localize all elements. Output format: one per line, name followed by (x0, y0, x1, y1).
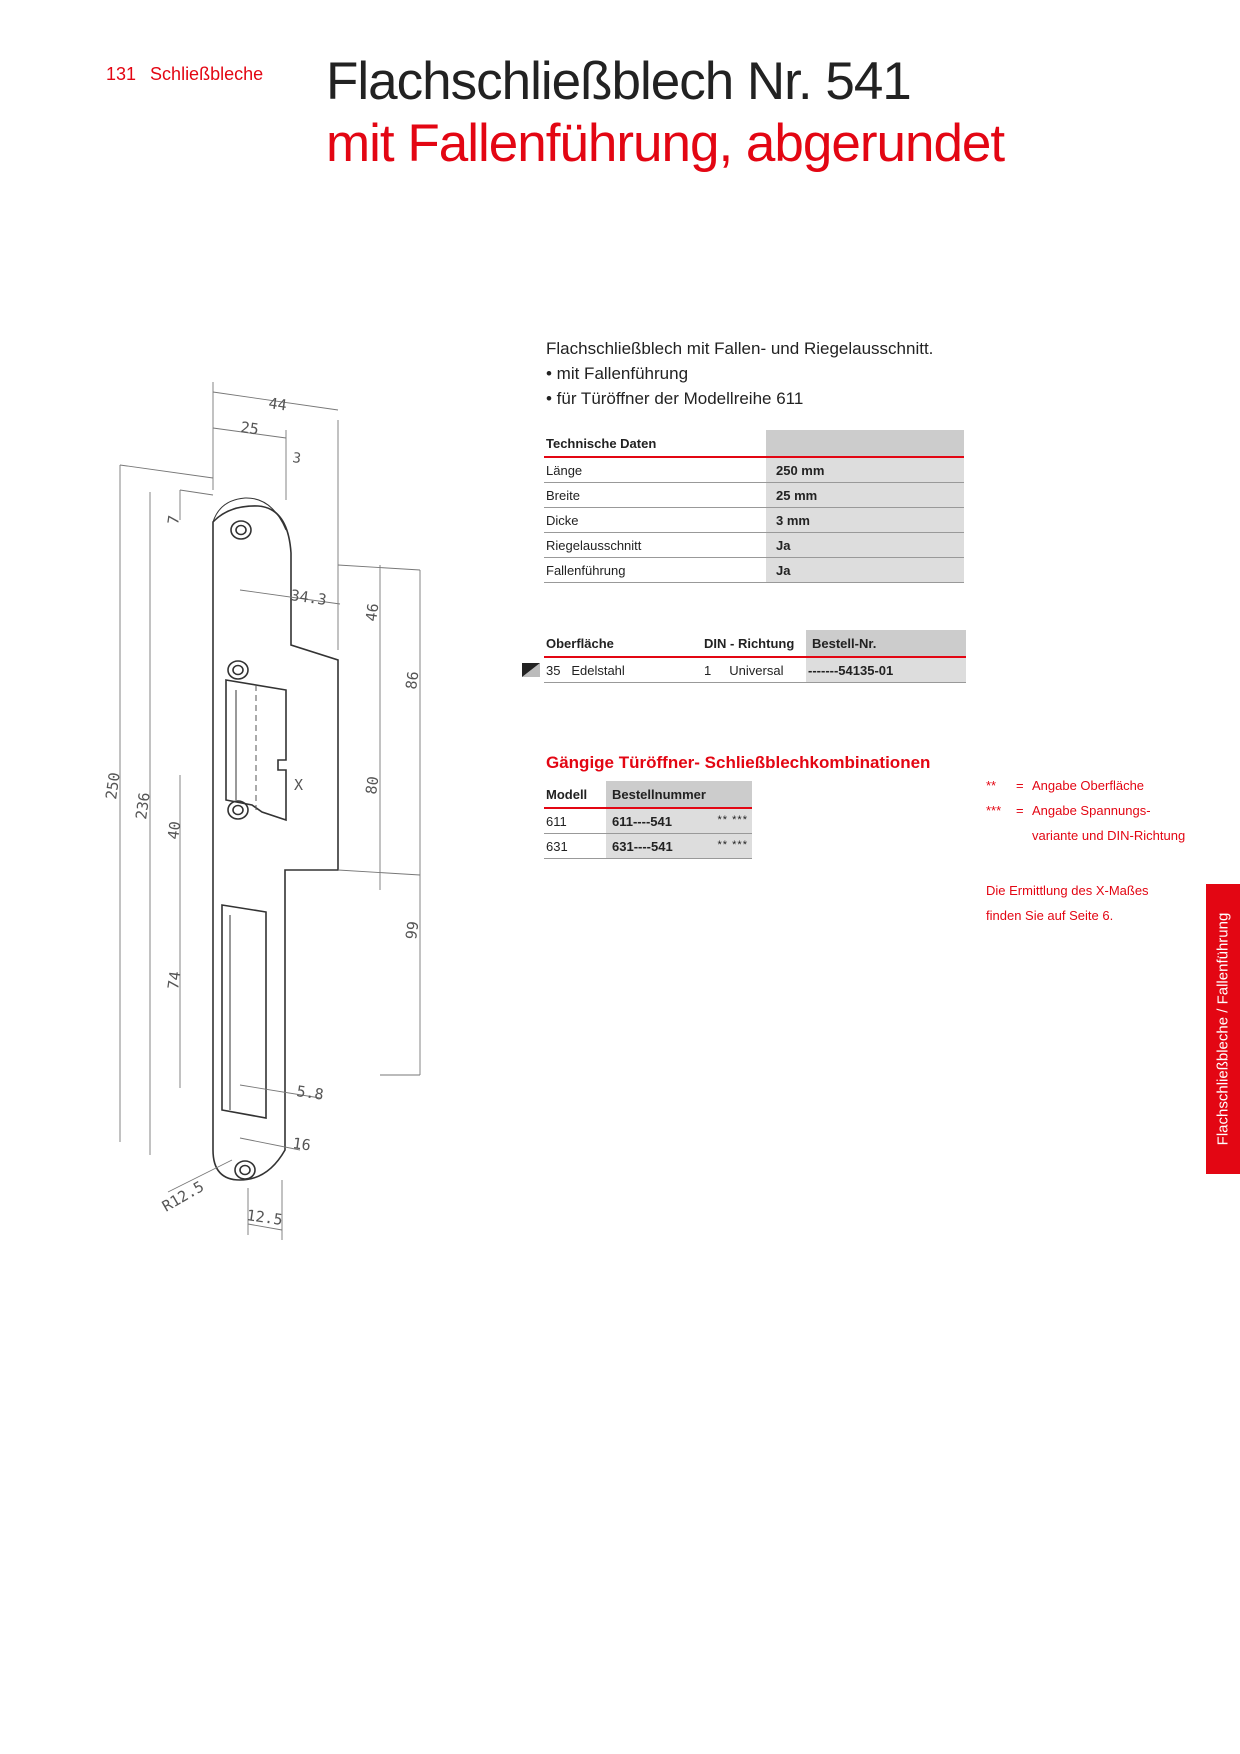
dim-label: 236 (132, 791, 154, 820)
dim-label: 46 (362, 602, 382, 622)
intro-bullet: • für Türöffner der Modellreihe 611 (546, 389, 804, 408)
tech-label: Riegelausschnitt (544, 532, 766, 558)
legend-item: ***=Angabe Spannungs- (986, 803, 1151, 818)
intro-line: Flachschließblech mit Fallen- und Riegel… (546, 339, 934, 358)
page-subtitle: mit Fallenführung, abgerundet (326, 114, 1005, 173)
surface-swatch-icon (522, 663, 540, 677)
x-measure-note: Die Ermittlung des X-Maßes finden Sie au… (986, 883, 1149, 923)
tech-value: 3 mm (766, 507, 964, 533)
page-header: 131 Schließbleche (106, 64, 263, 85)
page-number: 131 (106, 64, 137, 84)
dim-label: 250 (102, 771, 124, 800)
tech-label: Fallenführung (544, 557, 766, 583)
tech-label: Breite (544, 482, 766, 508)
comb-col-header: Bestellnummer (606, 781, 752, 809)
dim-label: 12.5 (245, 1206, 283, 1229)
dim-label: 80 (362, 775, 382, 795)
side-tab-label: Flachschließbleche / Fallenführung (1214, 912, 1232, 1146)
dim-label: 44 (267, 394, 287, 414)
surface-col-header: DIN - Richtung (702, 630, 806, 658)
dim-label: 99 (402, 920, 422, 940)
combinations-table: Modell Bestellnummer 611 611----541** **… (544, 781, 752, 859)
dim-label: X (294, 776, 303, 794)
tech-label: Dicke (544, 507, 766, 533)
legend-item: **=Angabe Oberfläche (986, 778, 1145, 793)
surface-cell: 1 Universal (702, 657, 806, 683)
surface-table: Oberfläche DIN - Richtung Bestell-Nr. 35… (544, 630, 966, 683)
dim-label: 34.3 (289, 586, 327, 609)
tech-value: Ja (766, 557, 964, 583)
side-tab: Flachschließbleche / Fallenführung (1206, 884, 1240, 1174)
surface-cell: 35 Edelstahl (544, 657, 702, 683)
tech-value: 250 mm (766, 457, 964, 483)
dim-label: 5.8 (295, 1082, 324, 1104)
dim-label: R12.5 (159, 1177, 207, 1215)
technical-drawing: 44 25 3 7 34.3 46 86 250 236 40 80 X 99 … (102, 382, 422, 1240)
tech-label: Länge (544, 457, 766, 483)
page-title: Flachschließblech Nr. 541 (326, 52, 912, 111)
surface-col-header: Oberfläche (544, 630, 702, 658)
dim-label: 86 (402, 670, 422, 690)
dim-label: 40 (164, 820, 184, 840)
surface-col-header: Bestell-Nr. (806, 630, 966, 658)
tech-heading: Technische Daten (544, 430, 766, 458)
combinations-title: Gängige Türöffner- Schließblechkombinati… (546, 753, 931, 772)
intro-text: Flachschließblech mit Fallen- und Riegel… (546, 336, 933, 411)
comb-model: 631 (544, 833, 606, 859)
dim-label: 74 (164, 970, 184, 990)
surface-order-number: -------54135-01 (806, 657, 966, 683)
dim-label: 3 (291, 450, 302, 467)
dim-label: 25 (239, 418, 259, 438)
tech-value: Ja (766, 532, 964, 558)
legend-item-cont: variante und DIN-Richtung (1032, 828, 1186, 843)
comb-order: 631----541** *** (606, 833, 752, 859)
comb-col-header: Modell (544, 781, 606, 809)
intro-bullet: • mit Fallenführung (546, 364, 689, 383)
section-name: Schließbleche (150, 64, 264, 84)
comb-model: 611 (544, 808, 606, 834)
dim-label: 7 (164, 514, 183, 525)
comb-order: 611----541** *** (606, 808, 752, 834)
dim-label: 16 (291, 1134, 311, 1154)
tech-value: 25 mm (766, 482, 964, 508)
